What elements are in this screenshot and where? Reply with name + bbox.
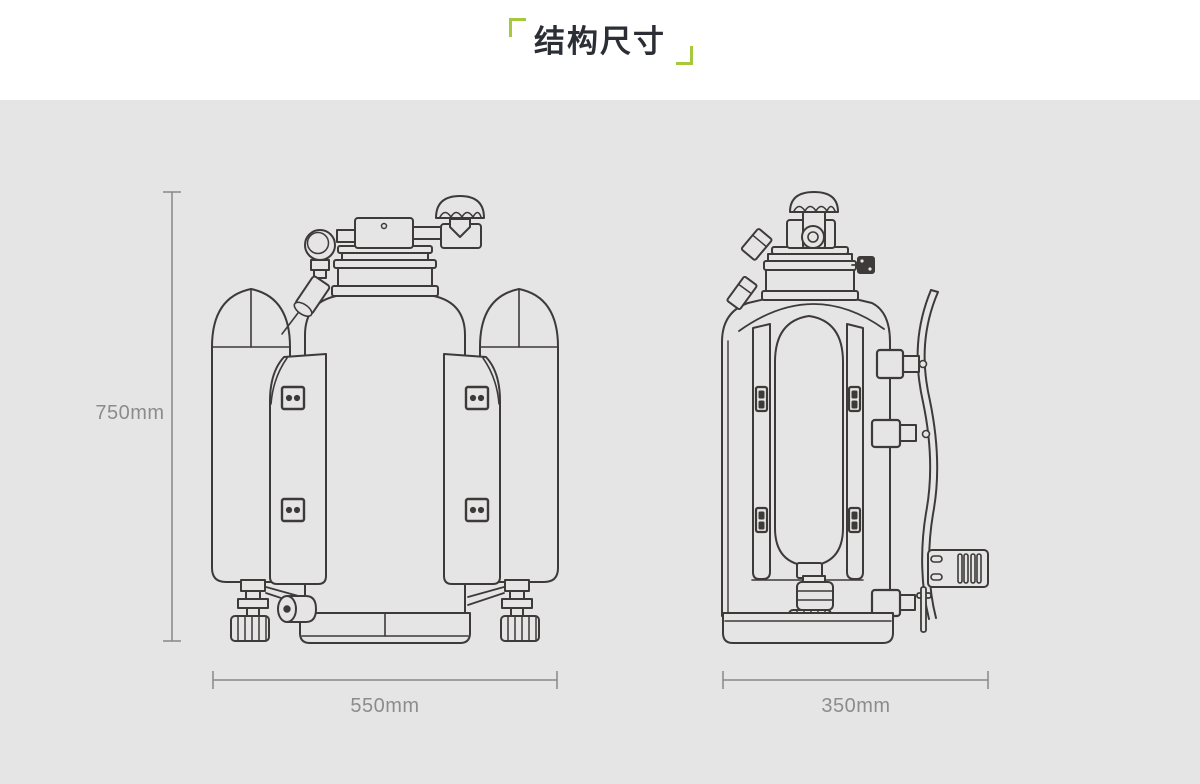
strap-buckle <box>464 385 490 411</box>
section-title-wrap: 结构尺寸 <box>509 18 693 65</box>
side-standoff-blocks <box>870 348 932 633</box>
front-base <box>299 612 471 644</box>
side-base <box>722 612 894 644</box>
front-valve-assembly <box>336 195 485 249</box>
side-right-strap <box>846 323 864 580</box>
strap-buckle <box>847 506 862 534</box>
front-hose-connector <box>277 595 317 623</box>
side-fitting-block <box>857 256 875 274</box>
strap-buckle <box>280 385 306 411</box>
dimension-front-width: 550mm <box>212 671 558 717</box>
handwheel-icon <box>435 195 485 219</box>
title-bracket-bottom-right-icon <box>676 46 693 65</box>
side-angled-fitting-lower <box>726 275 758 311</box>
dimension-side-width: 350mm <box>722 671 989 717</box>
page-title: 结构尺寸 <box>534 24 666 59</box>
dimension-height: 750mm <box>95 191 181 642</box>
strap-buckle <box>847 385 862 413</box>
structure-dimensions-drawing: 750mm 550mm 350mm <box>95 191 989 717</box>
side-left-strap <box>752 323 771 580</box>
strap-buckle <box>280 497 306 523</box>
side-view-drawing <box>721 191 989 644</box>
side-valve-assembly <box>726 191 875 311</box>
pressure-gauge <box>281 229 336 335</box>
diagram-panel: 750mm 550mm 350mm <box>0 100 1200 784</box>
front-right-bottle-valve <box>467 579 540 642</box>
front-left-strap <box>269 353 327 585</box>
front-right-strap <box>443 353 501 585</box>
side-width-label: 350mm <box>821 695 890 717</box>
title-bracket-top-left-icon <box>509 18 526 37</box>
page-header: 结构尺寸 <box>0 0 1200 100</box>
side-mounting-bracket <box>927 549 989 588</box>
strap-buckle <box>464 497 490 523</box>
strap-buckle <box>754 506 769 534</box>
front-width-label: 550mm <box>350 695 419 717</box>
front-view-drawing <box>211 195 559 644</box>
side-angled-fitting-upper <box>740 228 773 261</box>
front-main-tank <box>304 245 466 617</box>
strap-buckle <box>754 385 769 413</box>
height-label: 750mm <box>95 402 164 424</box>
bracket-pin <box>920 586 927 633</box>
